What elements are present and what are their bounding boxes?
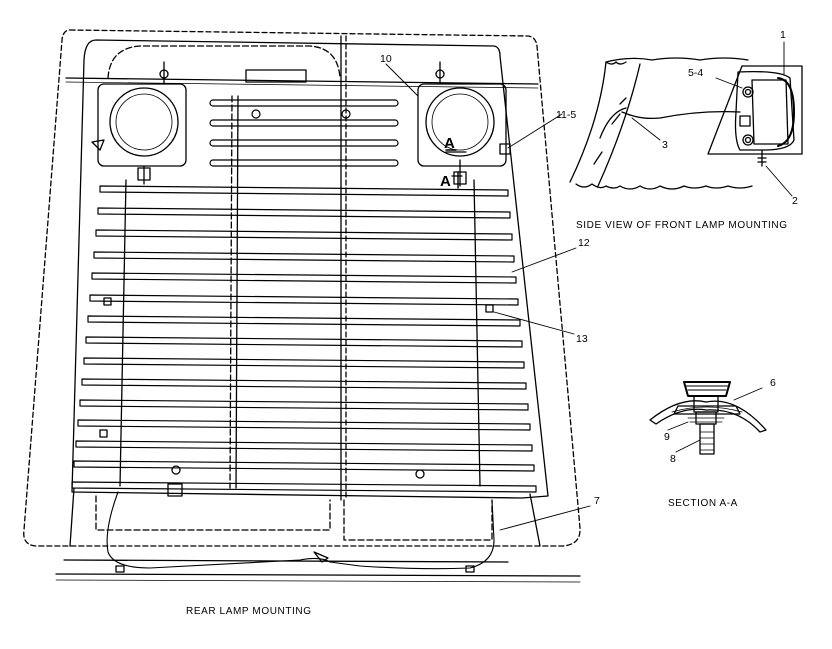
callout-9: 9: [664, 431, 670, 443]
section-mark-bottom: A: [440, 173, 451, 190]
slat-bolts: [99, 297, 494, 497]
callout-5-4: 5-4: [688, 67, 703, 79]
callout-1: 1: [780, 29, 786, 41]
side-view-inset: [569, 57, 803, 190]
callout-2: 2: [792, 195, 798, 207]
grille-frame: [71, 39, 549, 499]
grille-slats: [71, 185, 537, 493]
callout-12: 12: [578, 237, 590, 249]
rear-grille-assembly: [23, 29, 581, 583]
callout-3: 3: [662, 139, 668, 151]
section-a-a: [649, 381, 767, 455]
leader-lines: [385, 41, 793, 531]
callout-7: 7: [594, 495, 600, 507]
caption-side-view: SIDE VIEW OF FRONT LAMP MOUNTING: [576, 220, 788, 231]
caption-section: SECTION A-A: [668, 498, 738, 509]
callout-11-5: 11-5: [556, 109, 576, 121]
callout-8: 8: [670, 453, 676, 465]
caption-rear: REAR LAMP MOUNTING: [186, 606, 312, 617]
right-lamp: [417, 61, 511, 187]
callout-6: 6: [770, 377, 776, 389]
left-lamp: [91, 61, 187, 185]
hood-outline: [23, 29, 581, 547]
section-mark-top: A: [444, 135, 455, 152]
callout-10: 10: [380, 53, 392, 65]
callout-13: 13: [576, 333, 588, 345]
upper-slats: [209, 99, 399, 167]
